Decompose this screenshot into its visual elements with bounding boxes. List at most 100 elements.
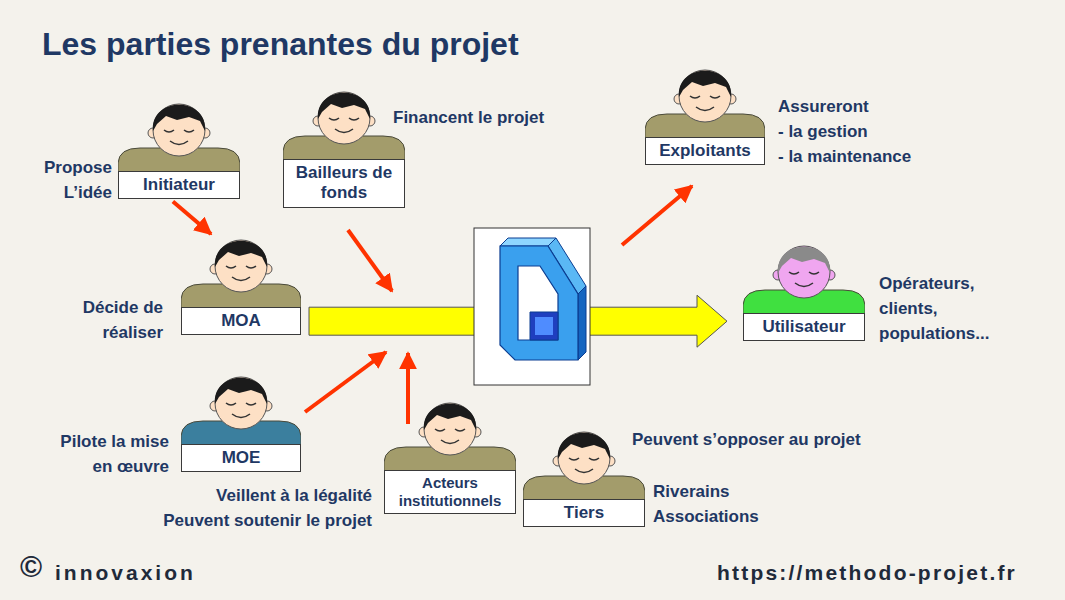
node-label: Exploitants: [652, 141, 758, 161]
label-box: MOE: [181, 444, 301, 472]
person-mouth: [441, 440, 459, 444]
person-hair: [424, 404, 476, 430]
person-hair: [679, 71, 731, 97]
person-head: [679, 70, 731, 122]
person-mouth: [170, 141, 188, 145]
node-label: Tiers: [530, 503, 638, 523]
label-box: MOA: [181, 307, 301, 335]
person-mouth: [696, 107, 714, 111]
role-description: Opérateurs, clients, populations...: [879, 271, 1009, 346]
person-figure: [743, 241, 865, 316]
person-eye: [184, 130, 194, 132]
person-mouth: [232, 414, 250, 418]
diagram-title: Les parties prenantes du projet: [42, 26, 519, 63]
person-figure: [523, 427, 645, 502]
person-hair: [215, 378, 267, 404]
stakeholder-node: UtilisateurOpérateurs, clients, populati…: [743, 241, 865, 341]
node-label: Bailleurs de fonds: [290, 163, 398, 204]
logo-face: [535, 317, 553, 335]
person-head: [215, 377, 267, 429]
label-box: Utilisateur: [743, 313, 865, 341]
person-figure: [283, 87, 405, 162]
stakeholder-node: Acteurs institutionnelsVeillent à la lég…: [384, 398, 516, 514]
person-mouth: [335, 129, 353, 133]
stakeholder-node: MOEPilote la mise en œuvre: [181, 372, 301, 472]
label-box: Acteurs institutionnels: [384, 470, 516, 514]
person-eye: [569, 458, 579, 460]
person-hair: [558, 433, 610, 459]
person-figure: [181, 372, 301, 447]
stakeholder-node: Bailleurs de fondsFinancent le projet: [283, 87, 405, 208]
person-head: [318, 92, 370, 144]
red-arrow: [305, 352, 386, 412]
person-eye: [246, 266, 256, 268]
person-figure: [384, 398, 516, 473]
role-description: Financent le projet: [393, 105, 593, 130]
copyright-mark: innovaxion: [55, 561, 196, 585]
person-eye: [455, 429, 465, 431]
role-description: - la maintenance: [778, 144, 978, 169]
person-figure: [645, 65, 765, 140]
logo-face: [530, 312, 558, 340]
logo-face: [500, 238, 556, 246]
person-eye: [164, 130, 174, 132]
role-description: Assureront: [778, 94, 978, 119]
role-description: Propose L’idée: [27, 155, 112, 205]
person-eye: [435, 429, 445, 431]
person-figure: [118, 99, 240, 174]
stakeholder-node: InitiateurPropose L’idée: [118, 99, 240, 199]
label-box: Initiateur: [118, 171, 240, 199]
person-eye: [690, 96, 700, 98]
role-description: Peuvent soutenir le projet: [132, 508, 372, 533]
person-hair: [318, 93, 370, 119]
stakeholder-node: MOADécide de réaliser: [181, 235, 301, 335]
logo-face: [500, 246, 578, 360]
person-eye: [329, 118, 339, 120]
person-head: [558, 432, 610, 484]
red-arrow: [406, 353, 410, 424]
role-description: Veillent à la légalité: [132, 483, 372, 508]
label-box: Bailleurs de fonds: [283, 159, 405, 208]
person-head: [424, 403, 476, 455]
red-arrow: [173, 201, 211, 234]
person-figure: [181, 235, 301, 310]
person-head: [153, 104, 205, 156]
logo-hole: [518, 266, 558, 340]
role-description: Décide de réaliser: [63, 295, 163, 345]
person-hair: [153, 105, 205, 131]
node-label: MOE: [188, 448, 294, 468]
person-eye: [226, 403, 236, 405]
role-description: Pilote la mise en œuvre: [49, 429, 169, 479]
person-eye: [789, 272, 799, 274]
person-mouth: [795, 283, 813, 287]
person-hair: [215, 241, 267, 267]
person-head: [778, 246, 830, 298]
role-description: Riverains Associations: [653, 479, 768, 529]
project-box: [474, 228, 590, 385]
person-eye: [246, 403, 256, 405]
label-box: Exploitants: [645, 137, 765, 165]
person-eye: [589, 458, 599, 460]
node-label: Initiateur: [125, 175, 233, 195]
logo-face: [578, 286, 586, 360]
person-hair: [778, 247, 830, 273]
node-label: Acteurs institutionnels: [391, 474, 509, 510]
stakeholder-node: TiersPeuvent s’opposer au projetRiverain…: [523, 427, 645, 527]
person-eye: [226, 266, 236, 268]
role-description: Peuvent s’opposer au projet: [632, 427, 912, 452]
website-url: https://methodo-projet.fr: [717, 561, 1017, 585]
node-label: Utilisateur: [750, 317, 858, 337]
red-arrow: [622, 186, 692, 245]
person-mouth: [232, 277, 250, 281]
red-arrow: [348, 230, 392, 291]
person-eye: [710, 96, 720, 98]
person-eye: [349, 118, 359, 120]
role-description: - la gestion: [778, 119, 978, 144]
node-label: MOA: [188, 311, 294, 331]
label-box: Tiers: [523, 499, 645, 527]
person-head: [215, 240, 267, 292]
person-eye: [809, 272, 819, 274]
person-mouth: [575, 469, 593, 473]
project-logo: [500, 238, 586, 360]
